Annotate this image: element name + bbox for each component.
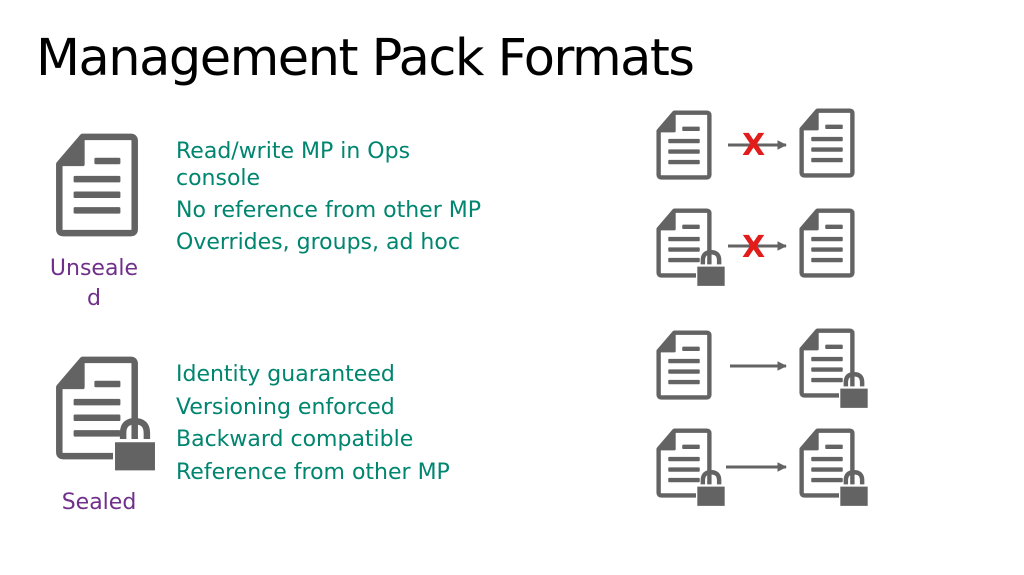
row4-target-lock-icon [839, 470, 869, 507]
unsealed-bullet-list: Read/write MP in Ops console No referenc… [176, 138, 496, 261]
unsealed-bullet: No reference from other MP [176, 198, 481, 223]
row2-source-lock-icon [696, 250, 726, 287]
sealed-label: Sealed [61, 490, 137, 515]
sealed-lock-icon [113, 418, 157, 472]
row2-blocked-x-mark: X [742, 230, 766, 265]
row1-source-document-icon [652, 110, 716, 180]
row3-source-document-icon [652, 330, 716, 400]
row1-target-document-icon [795, 108, 859, 178]
row3-reference-arrow [730, 361, 787, 371]
sealed-bullet: Backward compatible [176, 427, 414, 452]
unsealed-label: Unseale d [44, 254, 144, 314]
row4-source-lock-icon [696, 470, 726, 507]
unsealed-bullet: Overrides, groups, ad hoc [176, 230, 460, 255]
page-title: Management Pack Formats [36, 29, 695, 88]
row3-target-lock-icon [839, 372, 869, 409]
row2-target-document-icon [795, 208, 859, 278]
row4-reference-arrow [726, 462, 787, 472]
sealed-bullet: Reference from other MP [176, 459, 450, 485]
unsealed-document-icon [52, 133, 142, 237]
sealed-bullet: Versioning enforced [176, 394, 395, 420]
row2-reference-arrow [728, 241, 787, 251]
row1-blocked-x-mark: X [742, 128, 766, 163]
sealed-bullet: Identity guaranteed [176, 362, 395, 387]
row1-reference-arrow [728, 140, 787, 150]
unsealed-label-line1: Unseale [49, 256, 139, 281]
unsealed-bullet: Read/write MP in Ops console [176, 139, 411, 191]
unsealed-label-line2: d [87, 286, 101, 311]
sealed-bullet-list: Identity guaranteed Versioning enforced … [176, 361, 506, 491]
